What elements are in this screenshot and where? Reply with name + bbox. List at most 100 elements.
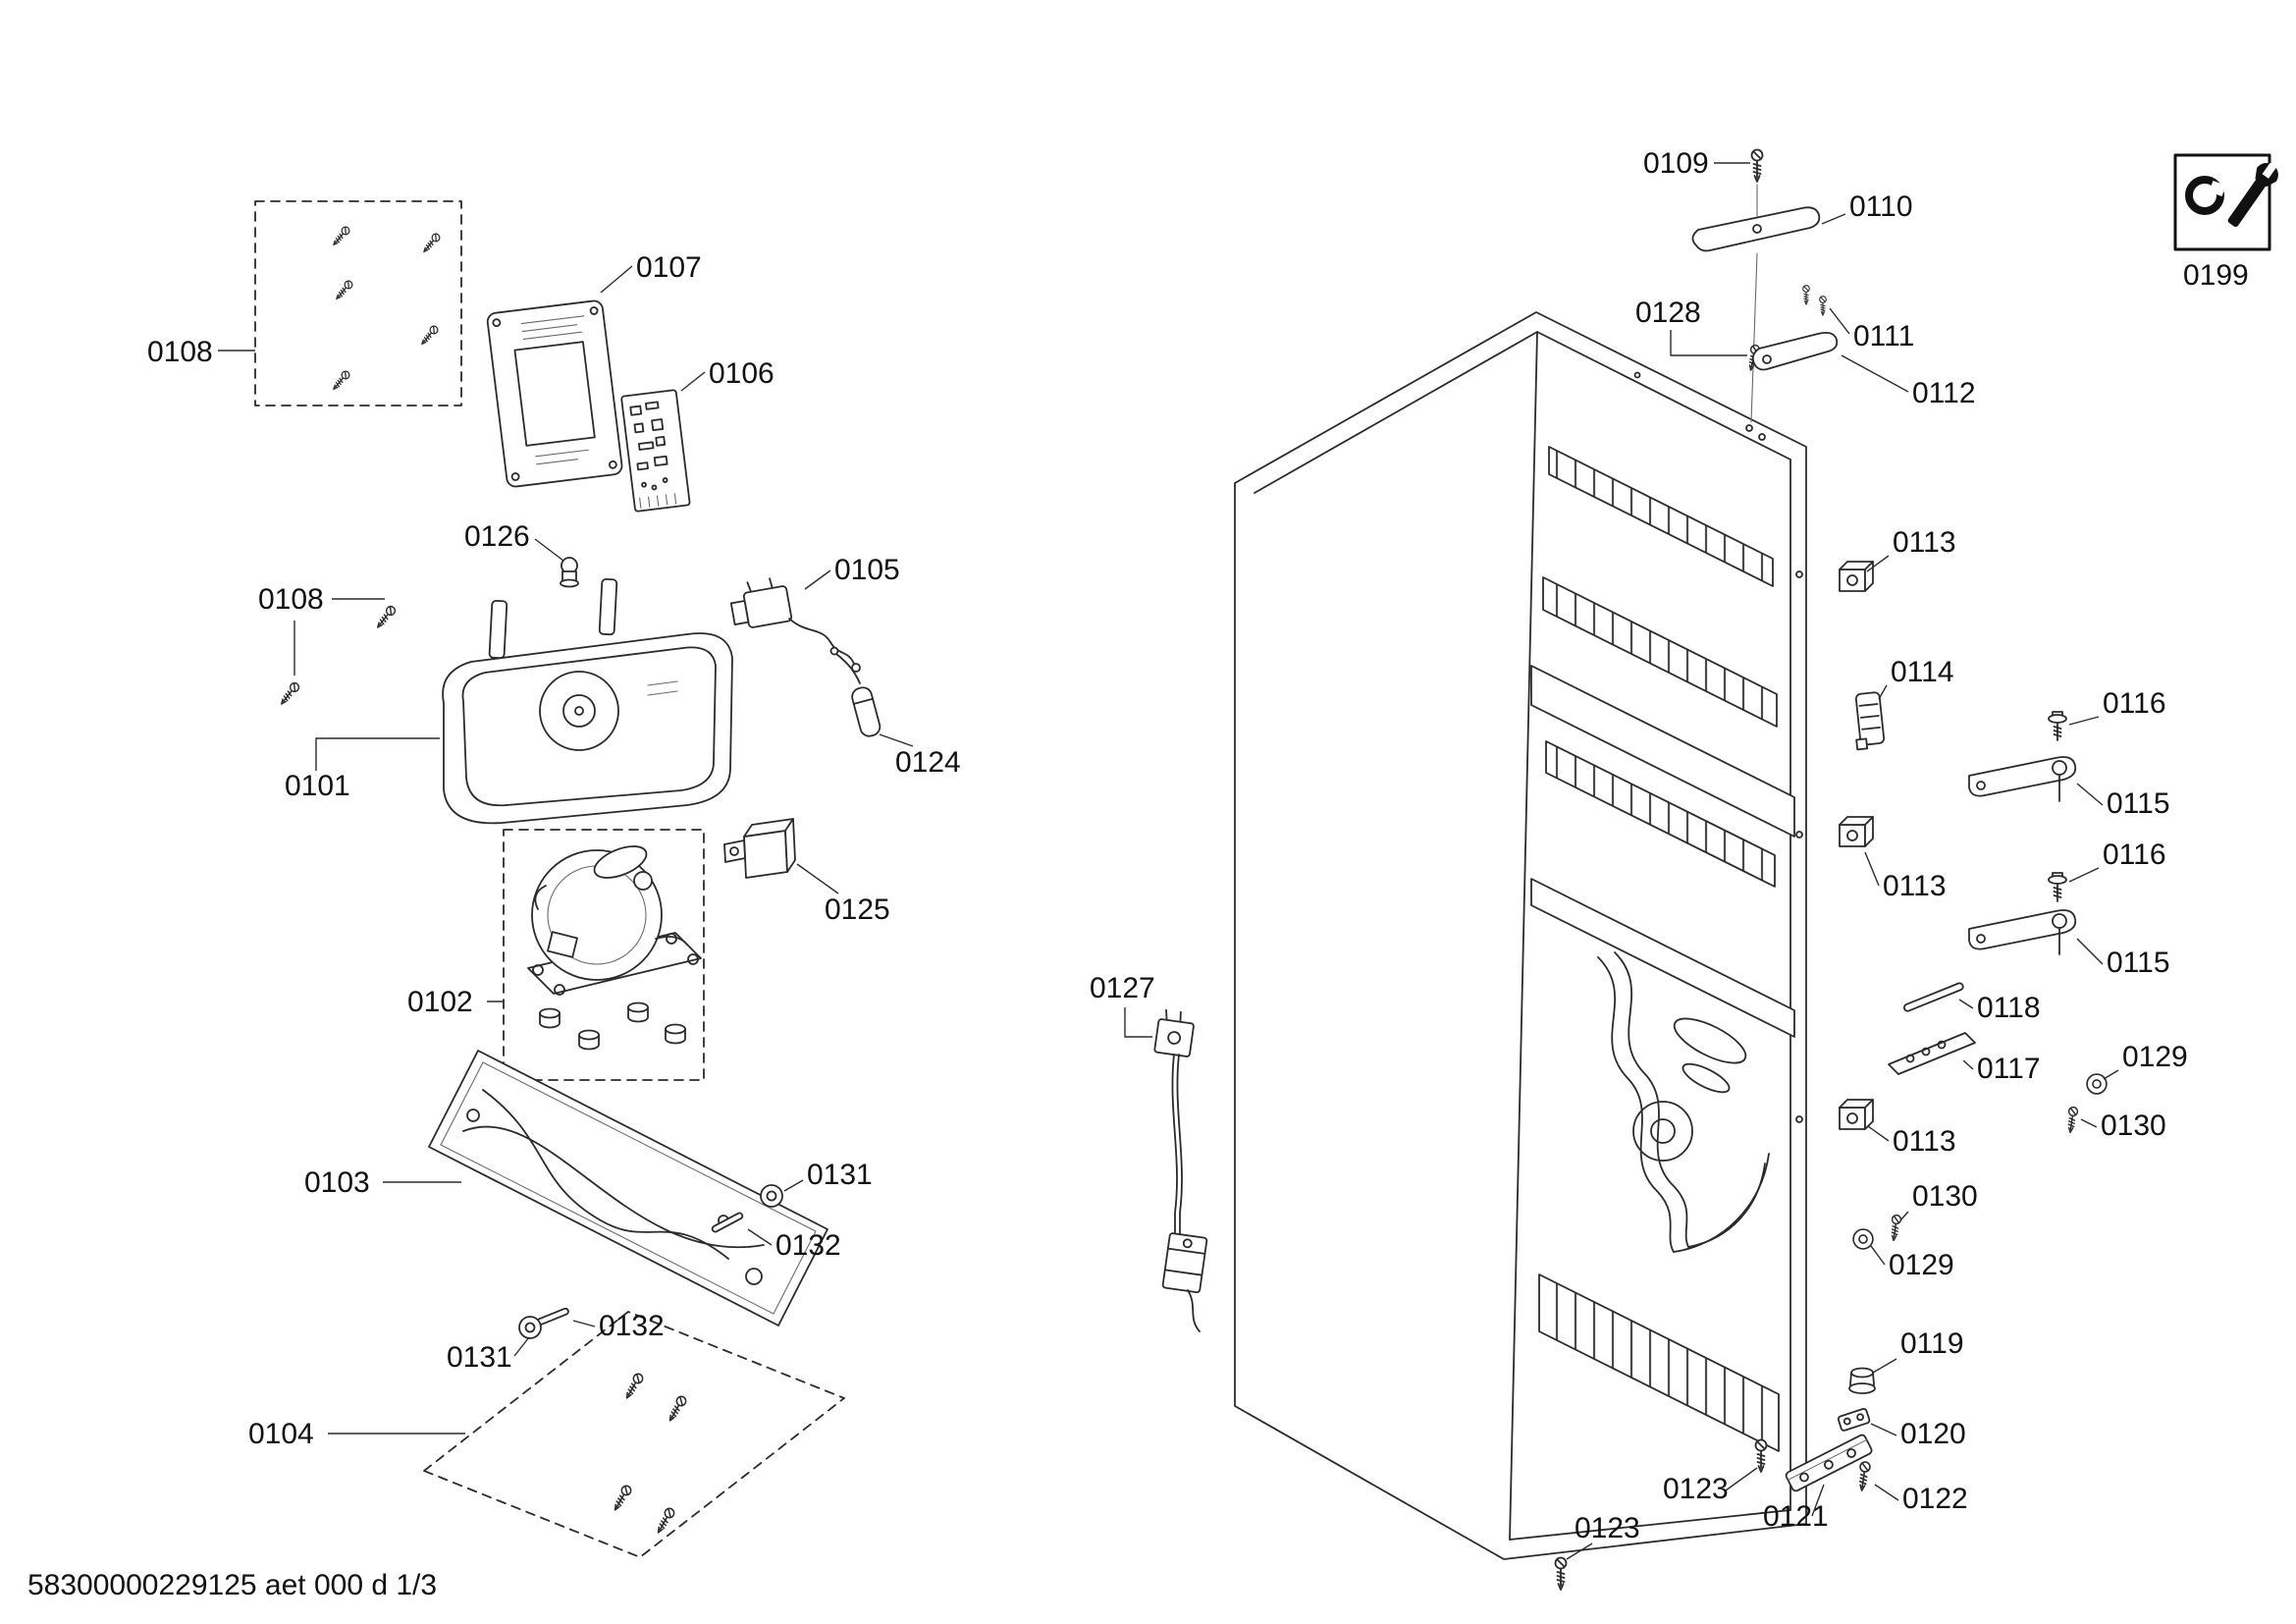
callout-0101: 0101 — [285, 770, 350, 802]
service-tools-icon — [2173, 153, 2278, 251]
callout-0130: 0130 — [1912, 1180, 1978, 1213]
screw — [277, 680, 301, 708]
callout-0123: 0123 — [1575, 1512, 1640, 1544]
leader-line-0126 — [534, 538, 564, 562]
leader-line-0132 — [572, 1320, 596, 1327]
leader-line-0132 — [747, 1228, 773, 1246]
callout-0112: 0112 — [1912, 377, 1976, 409]
callout-0116: 0116 — [2103, 687, 2166, 720]
callout-0132: 0132 — [599, 1310, 665, 1342]
callout-0102: 0102 — [407, 986, 473, 1018]
screw — [665, 1393, 689, 1424]
callout-0123: 0123 — [1663, 1473, 1729, 1505]
callout-0199: 0199 — [2183, 259, 2249, 292]
leader-line-0123 — [1725, 1467, 1758, 1491]
callout-0117: 0117 — [1977, 1053, 2041, 1085]
callout-0104: 0104 — [248, 1418, 314, 1450]
callout-0118: 0118 — [1977, 992, 2041, 1024]
cabinet-interior — [1530, 446, 1795, 1452]
callout-0108: 0108 — [147, 336, 213, 368]
leader-line-0106 — [680, 371, 706, 392]
callout-0113: 0113 — [1883, 870, 1947, 902]
crisper-grille — [1538, 1273, 1780, 1452]
hinge-block-0113 — [1839, 816, 1874, 847]
leader-line-0123 — [1566, 1543, 1593, 1560]
leader-line-0130 — [1899, 1211, 1909, 1221]
compressor-assembly — [503, 829, 705, 1081]
leader-line-0113 — [1867, 1125, 1890, 1142]
callout-0108: 0108 — [258, 583, 324, 616]
control-panel — [486, 299, 623, 488]
leader-line-0129 — [1870, 1245, 1886, 1266]
callout-0131: 0131 — [447, 1341, 512, 1374]
callout-0124: 0124 — [895, 746, 961, 779]
callout-0116: 0116 — [2103, 839, 2166, 871]
base-plate — [428, 1050, 828, 1326]
compressor-grommet — [665, 1023, 686, 1045]
drain-pan — [442, 577, 733, 825]
screw — [333, 278, 355, 302]
screw-0130 — [2064, 1106, 2079, 1134]
leader-line-0124 — [879, 733, 914, 747]
bolt-0116 — [2048, 872, 2067, 902]
grommet-0129 — [2086, 1073, 2108, 1095]
screw-0111 — [1819, 296, 1827, 316]
leader-line-0116 — [2068, 867, 2100, 883]
leader-line-0127 — [1124, 1007, 1152, 1038]
leader-line-0121 — [1811, 1484, 1825, 1517]
screw-0123 — [1554, 1556, 1568, 1591]
callout-0121: 0121 — [1763, 1500, 1829, 1533]
screw — [330, 224, 352, 248]
bolt-0116 — [2048, 711, 2067, 741]
sensor-part-0124 — [829, 646, 881, 737]
leader-line-0107 — [600, 265, 633, 294]
leader-line-0131 — [513, 1336, 530, 1357]
grommet-0129 — [1852, 1228, 1874, 1250]
power-module-pcb — [620, 389, 691, 513]
thermostat-0127 — [1153, 1008, 1208, 1332]
divider-band-lower — [1530, 878, 1795, 1038]
led-strip-0117 — [1888, 1032, 1976, 1075]
grommet-0131 — [760, 1184, 783, 1208]
hinge-bracket-0112 — [1751, 331, 1839, 371]
screw-0111 — [1802, 285, 1810, 305]
leader-line-0120 — [1870, 1423, 1897, 1436]
callout-0113: 0113 — [1893, 1125, 1956, 1158]
callout-0111: 0111 — [1853, 320, 1914, 352]
callout-0115: 0115 — [2107, 947, 2170, 979]
leader-line-0131 — [783, 1179, 804, 1192]
callout-0130: 0130 — [2101, 1110, 2166, 1142]
leader-line-0101 — [315, 737, 440, 771]
freezer-shelf — [1548, 446, 1774, 587]
callout-0122: 0122 — [1902, 1483, 1968, 1515]
screw — [610, 1483, 634, 1513]
pin-0118 — [1902, 982, 1964, 1012]
cover-panel-dashed-box — [254, 200, 462, 406]
leader-line-0111 — [1829, 307, 1850, 335]
pin-0132 — [711, 1212, 744, 1233]
callout-0103: 0103 — [304, 1166, 370, 1199]
divider-band-upper — [1530, 665, 1795, 838]
compressor-grommet — [627, 1001, 649, 1023]
chiller-shelf — [1545, 740, 1776, 888]
callout-0127: 0127 — [1090, 972, 1155, 1004]
callout-0109: 0109 — [1643, 147, 1709, 180]
callout-0126: 0126 — [464, 520, 530, 553]
callout-0119: 0119 — [1900, 1327, 1964, 1360]
screw — [373, 604, 398, 631]
leader-line-0115 — [2076, 783, 2104, 806]
screw — [621, 1371, 646, 1401]
leader-line-0128 — [1670, 330, 1747, 356]
leader-line-0119 — [1872, 1358, 1897, 1374]
callout-0131: 0131 — [807, 1159, 873, 1191]
pin-0132 — [536, 1307, 569, 1326]
callout-0128: 0128 — [1635, 297, 1701, 329]
leader-line-0112 — [1841, 354, 1909, 393]
door-hinge-0115-lower — [1968, 909, 2077, 955]
leader-line-0113 — [1864, 851, 1880, 887]
bracket-0120 — [1837, 1407, 1871, 1432]
hinge-block-0113 — [1839, 1099, 1874, 1130]
callout-0106: 0106 — [709, 357, 774, 390]
